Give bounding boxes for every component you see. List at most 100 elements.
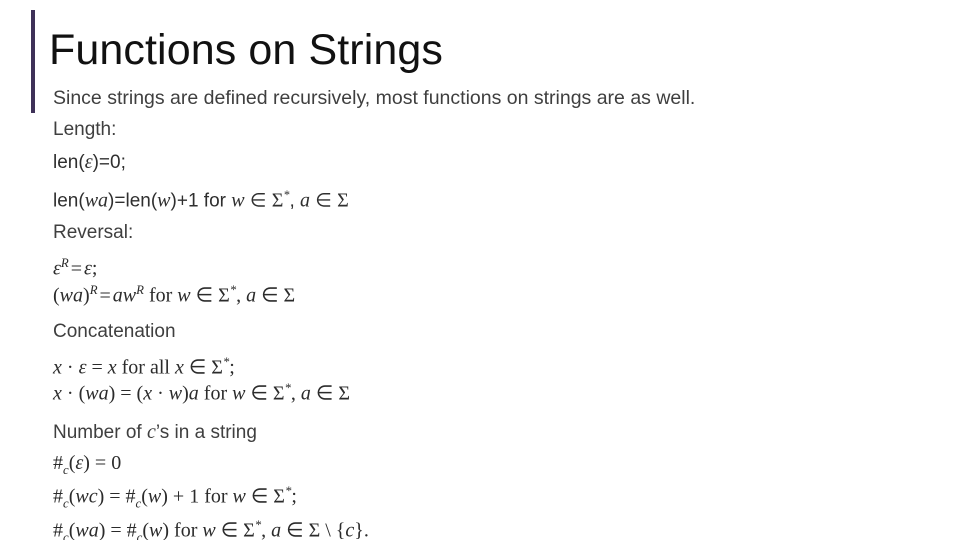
token-w: w (85, 382, 99, 405)
token-semicolon: ; (291, 485, 297, 508)
token-c: c (146, 420, 156, 443)
token-w: w (75, 519, 89, 540)
token-c-subscript: c (63, 530, 69, 540)
equation-concat-epsilon: x · ε = x for all x ∈ Σ*; (53, 352, 933, 379)
token-kleene-star: * (283, 188, 290, 202)
token-equals: = (120, 382, 132, 405)
token-len: len (53, 190, 79, 212)
token-set-minus: \ (325, 519, 331, 540)
token-c-subscript: c (136, 530, 143, 540)
token-concat-dot: · (157, 382, 164, 405)
token-w: w (232, 485, 246, 508)
token-epsilon: ε (75, 451, 84, 474)
token-concat-dot: · (66, 356, 74, 379)
token-x: x (143, 382, 153, 405)
token-w: w (202, 519, 216, 540)
token-lparen: ( (68, 451, 76, 474)
token-rparen: ) (161, 485, 168, 508)
token-lbrace: { (335, 519, 346, 540)
token-sigma: Σ (272, 382, 285, 405)
token-w: w (59, 284, 74, 307)
token-c: c (88, 485, 98, 508)
token-a: a (88, 519, 99, 540)
token-w: w (75, 485, 89, 508)
equation-reversal-wa: (wa)R=awR for w ∈ Σ*, a ∈ Σ (53, 280, 933, 307)
token-for: for (203, 382, 228, 405)
token-plus: + (176, 190, 188, 212)
token-comma: , (290, 382, 296, 405)
token-rparen: ) (97, 485, 105, 508)
token-a: a (271, 519, 282, 540)
token-equals: = (99, 284, 111, 307)
token-equals: = (114, 190, 126, 212)
token-element-of: ∈ (286, 519, 304, 540)
token-semicolon: ; (120, 152, 126, 173)
token-kleene-star: * (222, 354, 230, 369)
token-len: len (53, 152, 79, 173)
token-for-all: for all (121, 356, 170, 379)
token-rparen: ) (83, 451, 90, 474)
token-sigma: Σ (218, 284, 230, 307)
token-kleene-star: * (284, 483, 292, 498)
title-accent-bar (31, 10, 35, 113)
token-rparen: ) (108, 382, 116, 405)
token-c: c (345, 519, 355, 540)
token-w: w (149, 519, 163, 540)
token-hash: # (53, 485, 63, 508)
token-w: w (157, 189, 171, 212)
token-zero: 0 (110, 152, 121, 173)
section-heading-count: Number of c’s in a string (53, 420, 257, 443)
token-lparen: ( (53, 284, 60, 307)
token-a: a (98, 382, 109, 405)
token-hash: # (126, 519, 137, 540)
token-equals: = (98, 152, 111, 173)
token-a: a (246, 284, 257, 307)
token-rparen: ) (92, 152, 99, 173)
token-lparen: ( (68, 519, 76, 540)
token-epsilon: ε (53, 257, 61, 280)
token-plus: + (172, 485, 185, 508)
spacer (53, 307, 933, 316)
token-lparen: ( (78, 382, 86, 405)
token-sigma: Σ (243, 519, 255, 540)
token-a: a (73, 284, 84, 307)
token-sigma: Σ (273, 485, 285, 508)
token-comma: , (289, 190, 295, 212)
equation-count-wa: #c(wa) = #c(w) for w ∈ Σ*, a ∈ Σ \ {c}. (53, 515, 933, 540)
token-sigma: Σ (308, 519, 321, 540)
token-element-of: ∈ (250, 485, 269, 508)
token-hash: # (53, 451, 63, 474)
token-rbrace: } (354, 519, 364, 540)
token-x: x (53, 356, 62, 379)
token-rparen: ) (170, 190, 177, 212)
section-heading-concatenation: Concatenation (53, 320, 176, 342)
token-reversal-superscript: R (136, 282, 144, 297)
token-sigma: Σ (338, 382, 350, 405)
token-a: a (98, 189, 109, 212)
token-element-of: ∈ (220, 519, 239, 540)
token-x: x (107, 356, 117, 379)
token-w: w (168, 382, 183, 405)
token-rparen: ) (83, 284, 90, 307)
token-comma: , (261, 519, 267, 540)
token-sigma: Σ (337, 189, 349, 212)
equation-len-epsilon: len(ε)=0; (53, 146, 933, 179)
page-title: Functions on Strings (49, 26, 443, 74)
token-a: a (300, 382, 311, 405)
token-w: w (147, 485, 162, 508)
token-lparen: ( (78, 152, 85, 173)
token-one: 1 (189, 485, 200, 508)
equation-count-wc: #c(wc) = #c(w) + 1 for w ∈ Σ*; (53, 481, 933, 515)
token-for: for (203, 190, 226, 212)
equation-group-reversal: εR=ε; (wa)R=awR for w ∈ Σ*, a ∈ Σ (53, 253, 933, 306)
token-zero: 0 (111, 451, 122, 474)
token-for: for (204, 485, 228, 508)
section-heading-length: Length: (53, 119, 117, 140)
token-equals: = (94, 451, 107, 474)
token-lparen: ( (136, 382, 144, 405)
token-epsilon: ε (84, 151, 93, 173)
token-one: 1 (187, 190, 199, 212)
token-equals: = (91, 356, 103, 379)
token-semicolon: ; (229, 356, 235, 379)
token-x: x (53, 382, 62, 405)
